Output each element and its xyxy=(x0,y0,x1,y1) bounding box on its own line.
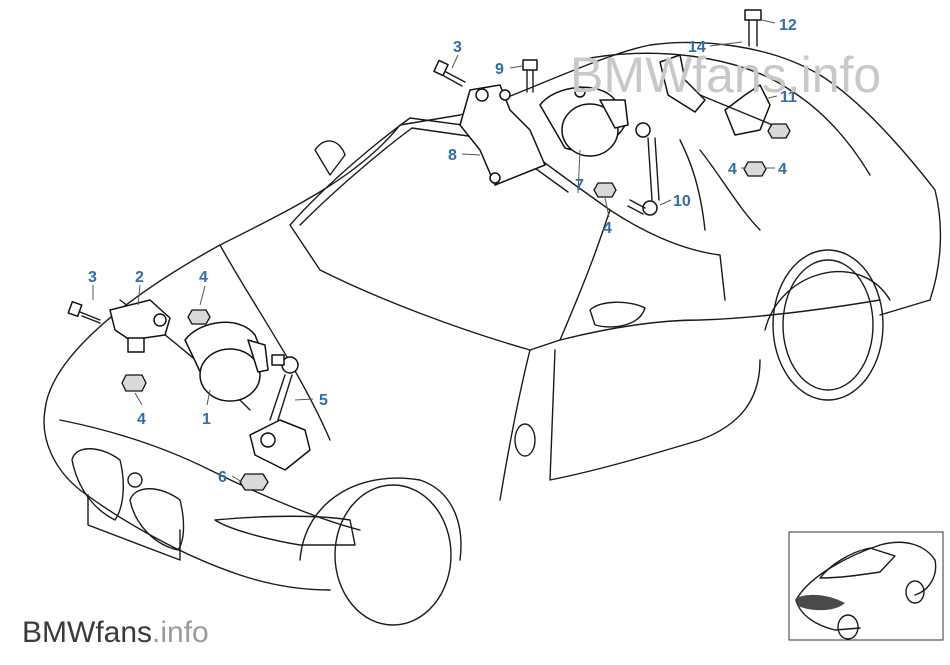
callout-9: 9 xyxy=(495,61,504,78)
bracket-11 xyxy=(724,84,771,136)
leader-lines xyxy=(92,19,778,483)
bolt-9 xyxy=(522,59,538,93)
bracket-14 xyxy=(659,54,706,113)
callouts: 3 2 4 4 1 5 6 3 9 8 7 4 10 14 12 11 4 4 xyxy=(88,17,797,486)
callout-4-front-b: 4 xyxy=(199,269,208,286)
callout-4-rear-b: 4 xyxy=(778,161,787,178)
link-5 xyxy=(249,354,311,471)
nut-4-rear-b xyxy=(767,123,791,139)
callout-1: 1 xyxy=(202,411,211,428)
nut-4-rear-a xyxy=(593,182,617,198)
nut-4-front-b xyxy=(187,309,211,325)
bracket-8 xyxy=(459,84,546,186)
sensor-7 xyxy=(539,86,629,157)
callout-10: 10 xyxy=(673,193,691,210)
inset-thumbnail xyxy=(788,531,944,641)
bolt-12 xyxy=(744,9,762,47)
callout-2: 2 xyxy=(135,269,144,286)
bolt-3-rear xyxy=(433,59,466,87)
callout-4-front-a: 4 xyxy=(137,411,146,428)
callout-7: 7 xyxy=(575,177,584,194)
callout-8: 8 xyxy=(448,147,457,164)
link-10 xyxy=(627,122,660,216)
callout-14: 14 xyxy=(688,39,706,56)
nut-4-rear-c xyxy=(743,161,767,177)
bracket-2 xyxy=(109,299,171,341)
watermark-top: BMWfans.info xyxy=(570,47,881,103)
sensor-1 xyxy=(184,321,269,402)
rear-assembly xyxy=(433,9,791,216)
callout-6: 6 xyxy=(218,469,227,486)
callout-3-front: 3 xyxy=(88,269,97,286)
front-assembly xyxy=(67,299,311,491)
callout-4-rear-c: 4 xyxy=(728,161,737,178)
callout-12: 12 xyxy=(779,17,797,34)
callout-3-rear: 3 xyxy=(453,39,462,56)
callout-11: 11 xyxy=(780,89,797,106)
callout-4-rear-a: 4 xyxy=(603,220,612,237)
watermark-bottom: BMWfans.info xyxy=(22,616,209,649)
callout-5: 5 xyxy=(319,392,328,409)
bolt-3-front xyxy=(67,300,101,324)
nut-4-front-a xyxy=(121,374,147,392)
nut-6 xyxy=(239,473,269,491)
